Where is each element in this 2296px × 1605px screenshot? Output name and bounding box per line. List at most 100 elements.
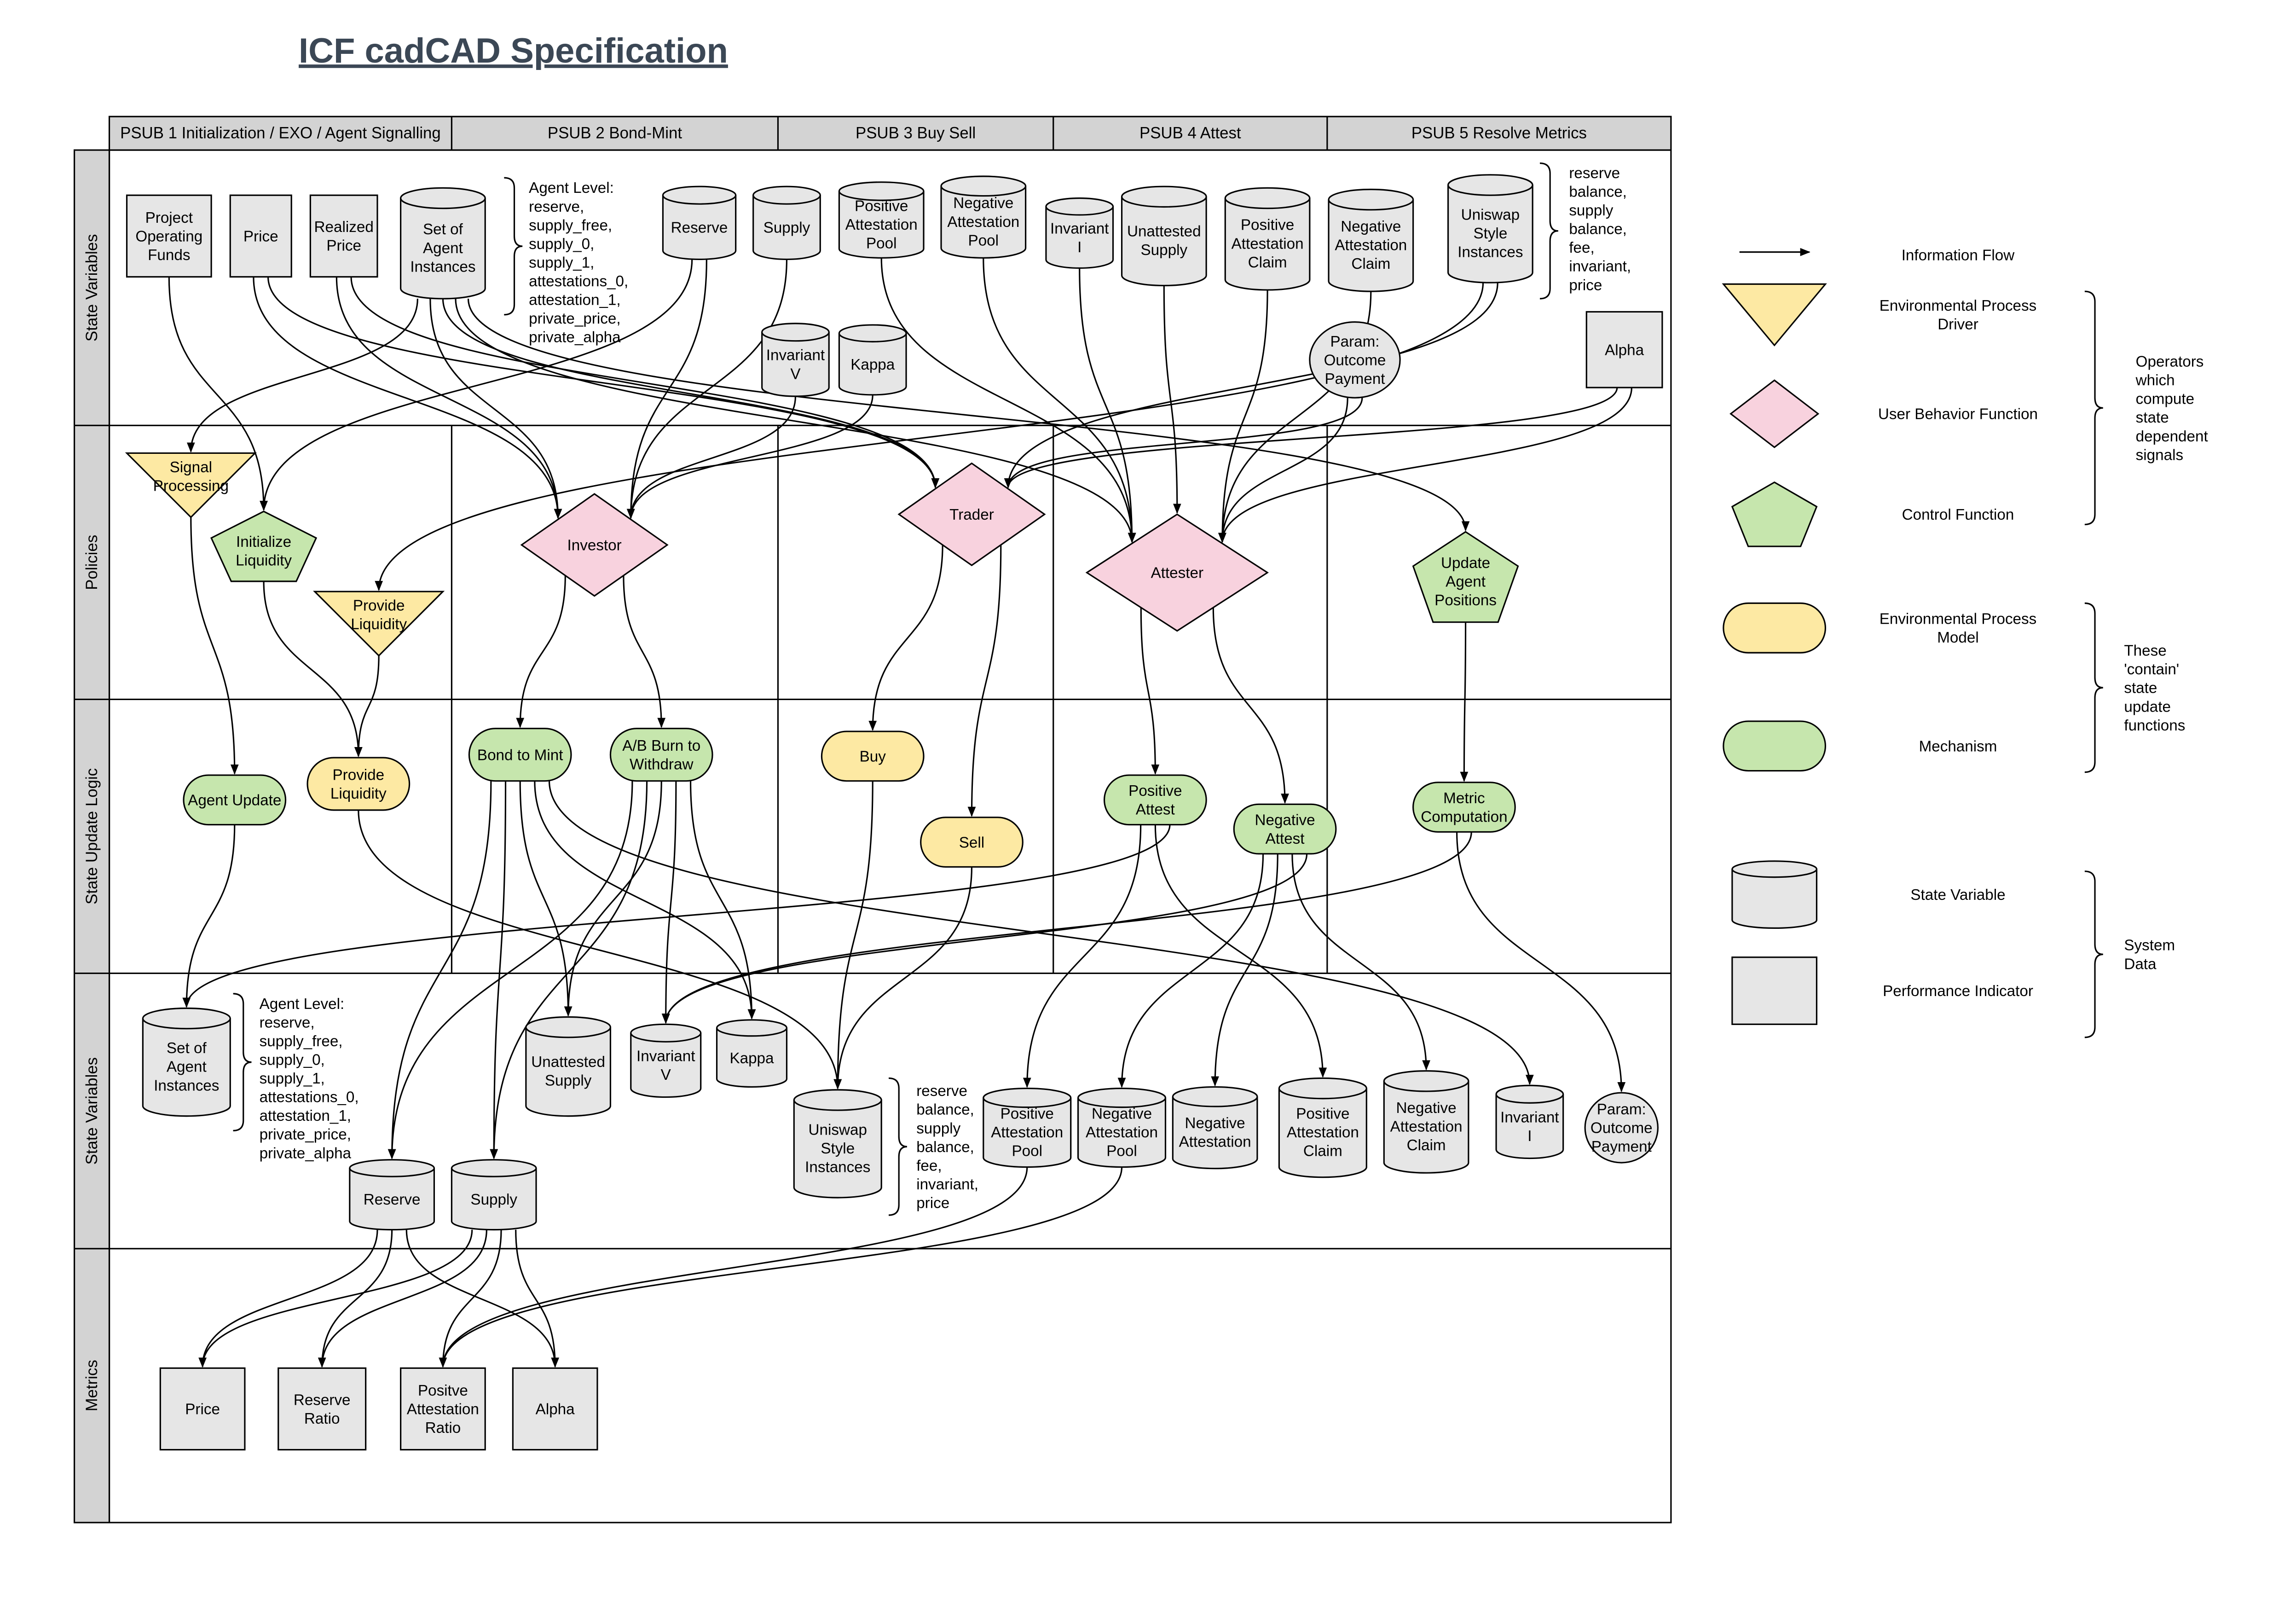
s2-reserve-label: Reserve — [364, 1191, 421, 1208]
flow-arrow-m-agentupd-to-s2-agents — [182, 824, 236, 1008]
column-header-2: PSUB 2 Bond-Mint — [548, 124, 682, 142]
m-sell-shape — [920, 817, 1024, 868]
grid-frame — [108, 149, 1672, 1524]
flow-arrow-s2-supply-to-mt-rratio — [318, 1229, 487, 1368]
legend-indicator-icon — [1731, 956, 1818, 1025]
sv-alpha-shape — [1585, 311, 1663, 388]
m-sell-label: Sell — [959, 834, 984, 851]
row-header-5: Metrics — [83, 1360, 101, 1411]
flow-arrow-sv-agents-to-p-attester — [455, 298, 1136, 543]
flow-arrow-sv-price-to-p-trader — [267, 277, 940, 489]
s2-agents-shape — [142, 1007, 231, 1117]
p-investor-label: Investor — [567, 537, 622, 554]
s2-kappa-shape — [716, 1019, 788, 1088]
p-attester-label: Attester — [1151, 565, 1203, 582]
column-header-bar — [108, 116, 1672, 151]
sv-kappa-label: Kappa — [850, 356, 895, 373]
legend-group-brace-2 — [2084, 602, 2103, 773]
s2-pap-shape — [983, 1088, 1072, 1168]
flow-arrow-m-posatt-to-s2-pap — [1023, 824, 1142, 1088]
note-agent-bot-brace — [233, 993, 252, 1131]
flow-arrow-m-burn-to-s2-kappa — [689, 781, 756, 1020]
legend-behavior-label: User Behavior Function — [1878, 406, 2038, 423]
row-header-3: State Update Logic — [83, 768, 101, 904]
sv-supply-shape — [752, 185, 821, 261]
s2-supply-label: Supply — [470, 1191, 517, 1208]
flow-arrow-m-burn-to-s2-unatt — [564, 781, 662, 1017]
legend-control-icon — [1731, 481, 1818, 547]
sv-unatt-shape — [1121, 185, 1207, 286]
p-trader-shape — [897, 462, 1046, 567]
flow-arrow-sv-rprice-to-p-trader — [350, 277, 940, 489]
sv-rprice-shape — [309, 194, 378, 278]
flow-arrow-sv-agents-to-p-update — [467, 298, 1470, 532]
sv-nap-shape — [940, 175, 1027, 259]
row-header-4: State Variables — [83, 1057, 101, 1165]
flow-arrow-p-trader-to-m-buy — [868, 545, 943, 731]
column-header-3: PSUB 3 Buy Sell — [856, 124, 976, 142]
m-negatt-shape — [1233, 803, 1337, 855]
flow-arrow-sv-kappa-to-p-investor — [626, 394, 873, 519]
flow-arrow-m-negatt-to-s2-nac — [1291, 853, 1430, 1071]
sv-kappa-shape — [838, 324, 907, 396]
column-header-1: PSUB 1 Initialization / EXO / Agent Sign… — [120, 124, 441, 142]
sv-agents-shape — [400, 187, 486, 300]
p-trader-label: Trader — [949, 506, 994, 523]
flow-arrow-sv-agents-to-p-signal — [186, 298, 418, 453]
legend-cylinder-label: State Variable — [1910, 887, 2005, 904]
flow-arrow-sv-nap-to-p-attester — [983, 258, 1136, 543]
sv-alpha-label: Alpha — [1605, 342, 1644, 359]
flow-arrow-sv-pap-to-p-attester — [880, 258, 1136, 543]
note-agent-bot: Agent Level:reserve,supply_free,supply_0… — [260, 996, 359, 1162]
legend-mechanism-label: Mechanism — [1919, 738, 1997, 755]
p-investor-shape — [520, 493, 669, 597]
flow-arrow-s2-reserve-to-mt-alpha — [405, 1229, 559, 1368]
flow-arrow-s2-supply-to-mt-alpha — [515, 1229, 560, 1368]
flow-arrow-p-attester-to-m-posatt — [1140, 607, 1160, 775]
flow-arrow-s2-reserve-to-mt-rratio — [318, 1229, 393, 1368]
flow-arrow-sv-alpha-to-p-trader — [1004, 387, 1618, 489]
flow-arrow-sv-pac-to-p-attester — [1218, 290, 1268, 543]
legend-driver-icon — [1722, 283, 1827, 347]
legend-cylinder-icon — [1731, 860, 1818, 929]
flow-arrow-m-bond-to-s2-supply — [490, 781, 507, 1159]
column-header-5: PSUB 5 Resolve Metrics — [1411, 124, 1587, 142]
sv-price-label: Price — [243, 228, 278, 245]
legend-indicator-label: Performance Indicator — [1883, 983, 2033, 1000]
sv-nac-shape — [1328, 188, 1414, 292]
mt-alpha-label: Alpha — [536, 1401, 575, 1418]
flow-arrow-s2-pap-to-mt-pratio — [439, 1167, 1028, 1368]
mt-rratio-shape — [278, 1367, 367, 1451]
note-agent-top: Agent Level:reserve,supply_free,supply_0… — [529, 180, 628, 346]
flow-arrow-sv-unatt-to-p-attester — [1163, 285, 1181, 514]
flow-arrow-sv-invV-to-p-investor — [626, 396, 797, 519]
m-burn-shape — [609, 728, 713, 782]
legend-control-label: Control Function — [1902, 506, 2014, 523]
flow-arrow-p-initliq-to-m-provliq — [263, 581, 363, 758]
flow-arrow-p-update-to-m-metric — [1460, 622, 1469, 782]
flow-arrow-p-provliq-to-m-provliq — [354, 655, 380, 758]
flow-arrow-p-signal-to-m-agentupd — [190, 517, 239, 775]
s2-param-shape — [1584, 1092, 1659, 1164]
